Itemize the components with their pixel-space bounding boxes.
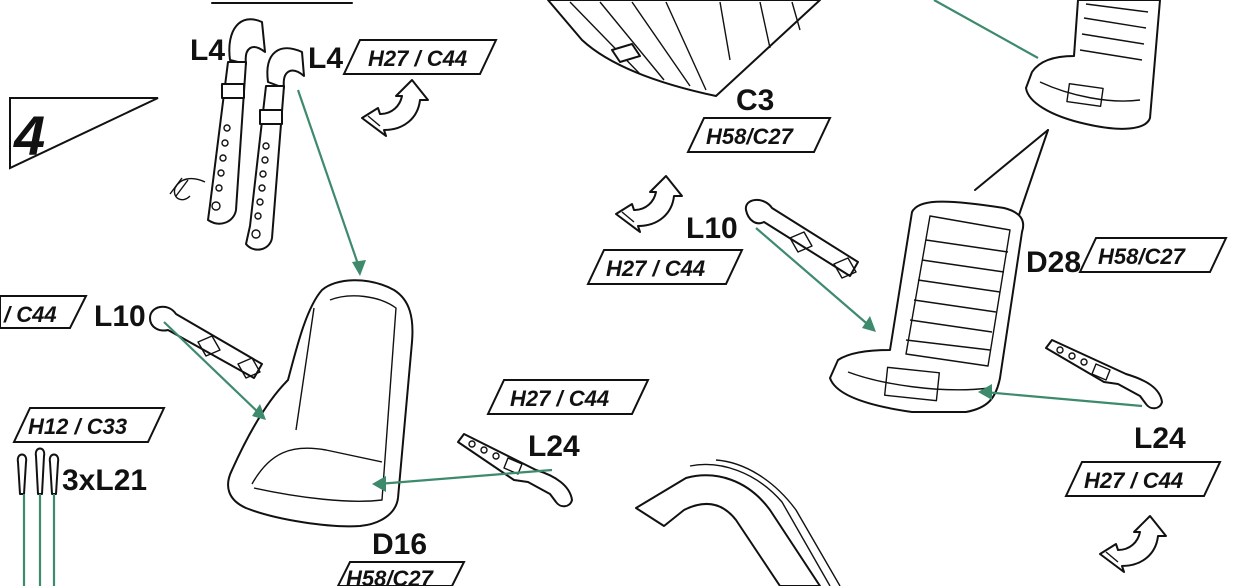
d28-label: D28: [1026, 246, 1081, 279]
l4-straps: [169, 18, 305, 251]
l10-left-code-tag: / C44: [0, 295, 88, 329]
c3-code: H58/C27: [706, 124, 795, 149]
c3-label: C3: [736, 84, 774, 117]
l10-center-code: H27 / C44: [606, 256, 705, 281]
h12-code: H12 / C33: [28, 414, 127, 439]
l24-right-code-tag: H27 / C44: [1064, 461, 1222, 497]
l24-right-strap: [1045, 339, 1163, 410]
l21-label: 3xL21: [62, 464, 147, 497]
l4-left-label: L4: [190, 34, 225, 67]
step-number: 4: [13, 104, 45, 167]
l10-left-code: / C44: [3, 302, 57, 327]
l24-right-label: L24: [1134, 422, 1186, 455]
d28-seat: [829, 200, 1025, 413]
c3-part: [547, 0, 821, 97]
leader-lines: [22, 0, 1143, 586]
l24-center-strap: [457, 433, 573, 508]
step-box: 4: [9, 97, 159, 170]
frame-piece-bottom: [635, 459, 841, 586]
callout-line-1: [974, 129, 1049, 191]
l24-right-code: H27 / C44: [1084, 468, 1183, 493]
l24-center-code-tag: H27 / C44: [486, 379, 650, 415]
l4-code: H27 / C44: [368, 46, 467, 71]
turn-over-arrow-icon: [361, 79, 429, 137]
l4-code-tag: H27 / C44: [342, 39, 498, 75]
l10-left-label: L10: [94, 300, 146, 333]
turn-over-arrow-icon: [615, 175, 683, 233]
d16-code: H58/C27: [346, 566, 435, 586]
l10-left-strap: [149, 305, 263, 379]
l10-center-label: L10: [686, 212, 738, 245]
l10-center-strap: [744, 199, 859, 279]
d16-label: D16: [372, 528, 427, 561]
d16-seat: [227, 279, 414, 528]
l4-right-label: L4: [308, 42, 343, 75]
l24-center-code: H27 / C44: [510, 386, 609, 411]
turn-over-arrow-icon: [1099, 515, 1167, 573]
l21-pins: [16, 447, 60, 495]
d28-code: H58/C27: [1098, 244, 1187, 269]
d16-code-tag: H58/C27: [336, 561, 466, 586]
h12-code-tag: H12 / C33: [12, 407, 166, 443]
l10-center-code-tag: H27 / C44: [586, 249, 744, 285]
d28-code-tag: H58/C27: [1078, 237, 1228, 273]
seat-top-right: [1025, 0, 1161, 130]
callout-line-2: [1017, 129, 1049, 219]
l24-center-label: L24: [528, 430, 580, 463]
c3-code-tag: H58/C27: [686, 117, 832, 153]
